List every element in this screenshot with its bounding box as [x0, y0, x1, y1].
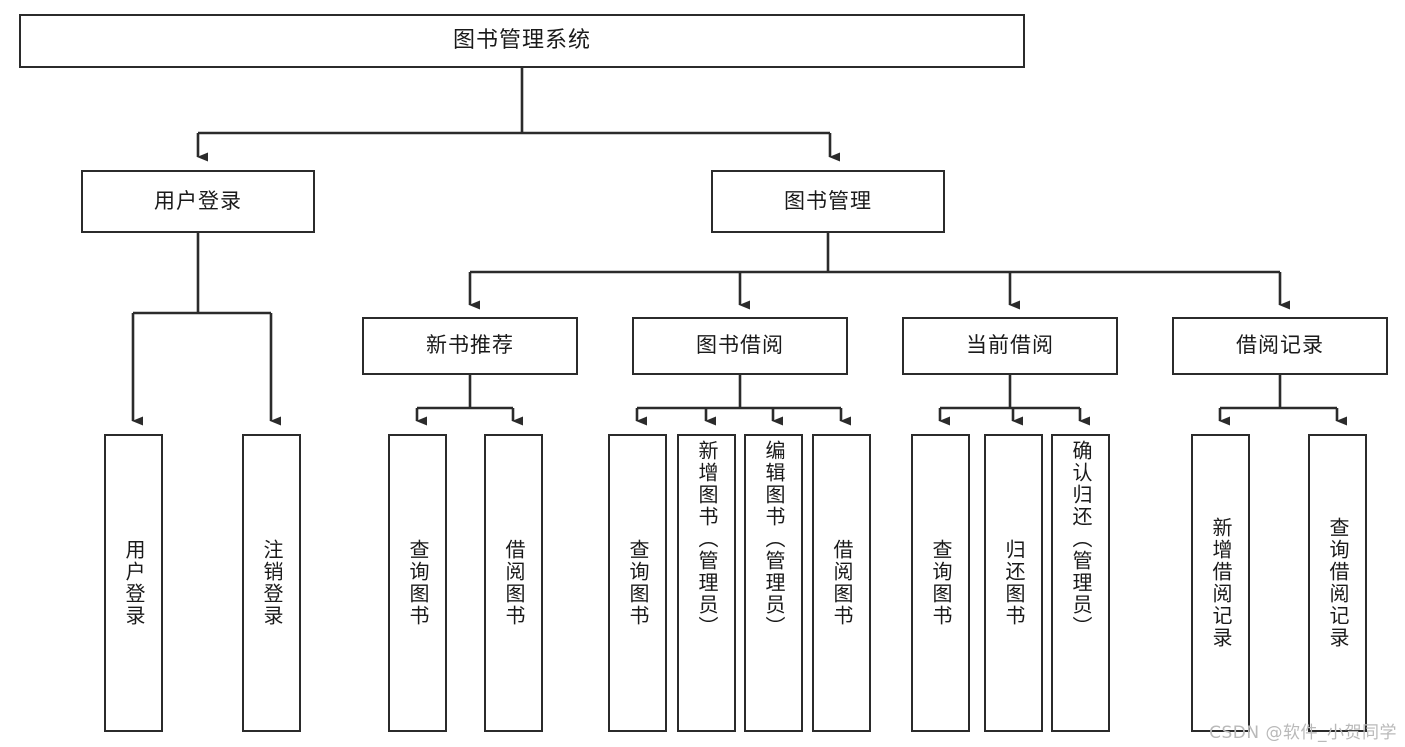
- node-leaf-logout-login-label: 注销登录: [260, 539, 284, 627]
- node-borrow-record[interactable]: 借阅记录: [1172, 317, 1388, 375]
- node-new-book-recommend-label: 新书推荐: [426, 333, 514, 358]
- node-leaf-add-book-admin[interactable]: 新增图书（管理员）: [677, 434, 736, 732]
- node-leaf-logout-login[interactable]: 注销登录: [242, 434, 301, 732]
- node-leaf-query-book-2[interactable]: 查询图书: [608, 434, 667, 732]
- node-leaf-query-book-2-label: 查询图书: [626, 539, 650, 627]
- node-leaf-edit-book-admin-label: 编辑图书（管理员）: [762, 440, 786, 638]
- node-leaf-add-borrow-record[interactable]: 新增借阅记录: [1191, 434, 1250, 732]
- node-leaf-borrow-book-1-label: 借阅图书: [502, 539, 526, 627]
- node-borrow-record-label: 借阅记录: [1236, 333, 1324, 358]
- node-leaf-return-book[interactable]: 归还图书: [984, 434, 1043, 732]
- node-leaf-confirm-return-admin-label: 确认归还（管理员）: [1069, 440, 1093, 638]
- node-leaf-borrow-book-2-label: 借阅图书: [830, 539, 854, 627]
- node-leaf-query-book-3-label: 查询图书: [929, 539, 953, 627]
- node-book-manage-label: 图书管理: [784, 188, 872, 213]
- node-leaf-user-login[interactable]: 用户登录: [104, 434, 163, 732]
- node-root-label: 图书管理系统: [452, 27, 591, 53]
- node-leaf-return-book-label: 归还图书: [1002, 539, 1026, 627]
- node-leaf-query-borrow-record-label: 查询借阅记录: [1326, 517, 1350, 649]
- node-leaf-query-book-1-label: 查询图书: [406, 539, 430, 627]
- node-leaf-confirm-return-admin[interactable]: 确认归还（管理员）: [1051, 434, 1110, 732]
- node-leaf-borrow-book-1[interactable]: 借阅图书: [484, 434, 543, 732]
- node-new-book-recommend[interactable]: 新书推荐: [362, 317, 578, 375]
- node-leaf-borrow-book-2[interactable]: 借阅图书: [812, 434, 871, 732]
- node-leaf-user-login-label: 用户登录: [122, 539, 146, 627]
- node-book-borrow[interactable]: 图书借阅: [632, 317, 848, 375]
- node-leaf-add-borrow-record-label: 新增借阅记录: [1209, 517, 1233, 649]
- node-user-login-label: 用户登录: [154, 188, 242, 213]
- node-user-login[interactable]: 用户登录: [81, 170, 315, 233]
- node-leaf-query-book-3[interactable]: 查询图书: [911, 434, 970, 732]
- node-leaf-query-borrow-record[interactable]: 查询借阅记录: [1308, 434, 1367, 732]
- node-book-borrow-label: 图书借阅: [696, 333, 784, 358]
- node-current-borrow-label: 当前借阅: [966, 333, 1054, 358]
- node-current-borrow[interactable]: 当前借阅: [902, 317, 1118, 375]
- node-leaf-query-book-1[interactable]: 查询图书: [388, 434, 447, 732]
- node-leaf-add-book-admin-label: 新增图书（管理员）: [695, 440, 719, 638]
- node-book-manage[interactable]: 图书管理: [711, 170, 945, 233]
- node-root[interactable]: 图书管理系统: [19, 14, 1025, 68]
- watermark: CSDN @软件_小贺同学: [1209, 723, 1397, 743]
- node-leaf-edit-book-admin[interactable]: 编辑图书（管理员）: [744, 434, 803, 732]
